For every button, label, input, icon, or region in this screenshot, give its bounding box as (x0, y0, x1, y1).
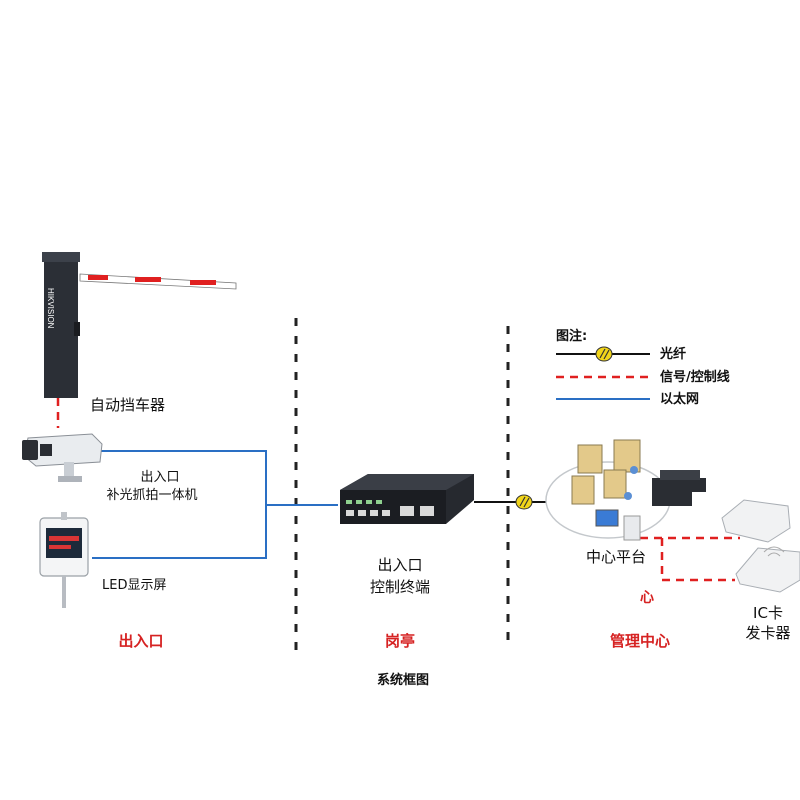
led-label: LED显示屏 (102, 578, 167, 593)
capture-camera-icon (22, 433, 103, 482)
center-fragment-label: 心 (640, 590, 654, 606)
fiber-badge-icon (515, 494, 533, 510)
legend-label-fiber: 光纤 (660, 347, 687, 362)
diagram-caption: 系统框图 (376, 673, 429, 688)
zone-title-entrance: 出入口 (118, 632, 164, 650)
signal-links (56, 398, 740, 582)
barrier-gate-icon: HIKVISION (42, 252, 237, 398)
card-issuer-label-line2: 发卡器 (745, 624, 791, 642)
camera-label-line1: 出入口 (140, 470, 180, 485)
zone-title-management: 管理中心 (609, 632, 670, 650)
card-issuer-label-line1: IC卡 (753, 604, 783, 622)
central-platform-icon (545, 439, 706, 541)
controller-label-line2: 控制终端 (369, 578, 430, 596)
legend-label-signal: 信号/控制线 (660, 370, 730, 385)
ethernet-links (92, 450, 338, 559)
brand-logo: HIKVISION (46, 288, 55, 329)
camera-label-line2: 补光抓拍一体机 (106, 488, 198, 503)
card-issuer-icon (721, 499, 800, 593)
control-terminal-icon (340, 474, 474, 524)
legend-swatches (556, 346, 650, 400)
legend-title: 图注: (556, 329, 588, 344)
zone-title-booth: 岗亭 (384, 632, 415, 650)
legend-label-ethernet: 以太网 (660, 392, 700, 407)
barrier-label: 自动挡车器 (90, 396, 166, 414)
center-platform-label: 中心平台 (586, 548, 647, 566)
controller-label-line1: 出入口 (377, 556, 423, 574)
led-display-icon (39, 512, 89, 608)
